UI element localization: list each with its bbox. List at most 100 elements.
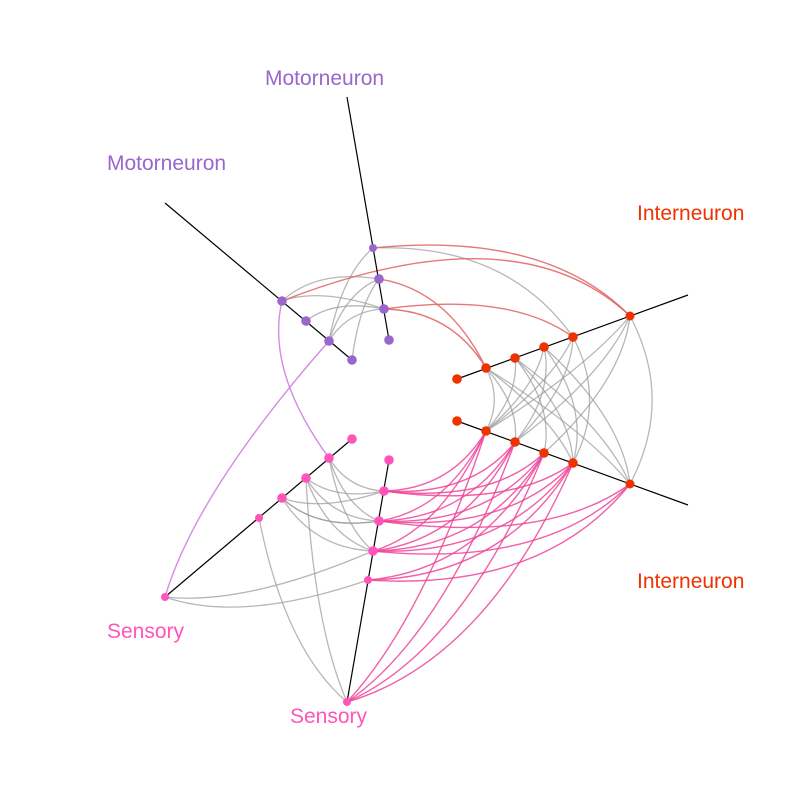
node-motor-top-1 [374,274,384,284]
node-motor-left-1 [301,316,311,326]
edge-ib3-sb3 [372,452,545,552]
edge-it5-ib1 [485,315,631,432]
node-sens-left-2 [301,473,311,483]
node-inter-top-2 [510,353,520,363]
edge-sl3-sb2 [281,497,380,524]
edge-ib3-sb2 [378,452,545,523]
node-inter-top-1 [481,363,491,373]
node-motor-left-2 [324,336,334,346]
edge-ib3-sb1 [383,452,545,494]
edge-mt2-it4 [383,303,574,338]
edge-it2-ib1 [485,357,517,432]
node-inter-bot-4 [568,458,578,468]
edge-ib5-it1 [485,367,631,485]
edge-it5-ib2 [514,315,631,443]
node-inter-bot-0 [452,416,462,426]
edge-mt1-ml0 [281,275,380,302]
edge-ib5-it2 [514,357,631,485]
node-sens-left-0 [347,434,357,444]
edge-sl5-sb4 [164,579,369,608]
edge-ml0-sl1 [277,300,330,459]
edge-mt0-it5 [372,244,631,317]
node-sens-left-1 [324,453,334,463]
axis-label-interneuron-top: Interneuron [637,202,745,225]
edge-it5-ib5 [629,315,653,485]
edge-ib1-sb5 [346,430,487,703]
edge-ib5-sb2 [378,483,631,529]
edge-sl1-sb3 [328,457,374,552]
edge-mt2-ml2 [328,308,385,342]
edge-mt1-ml3 [351,278,380,361]
edge-sl4-sb5 [258,517,348,703]
node-sens-bot-2 [374,516,384,526]
axis-label-motorneuron-left: Motorneuron [107,152,227,175]
edge-it1-ib1 [485,367,495,432]
node-sens-bot-1 [379,486,389,496]
node-inter-top-4 [568,332,578,342]
node-inter-bot-5 [625,479,635,489]
axis-label-interneuron-bottom: Interneuron [637,570,745,593]
edge-it3-ib4 [543,346,578,464]
edge-it5-ib3 [543,315,631,454]
edge-sl1-sb2 [328,457,380,522]
edge-it4-ib2 [514,336,574,443]
edge-mt2-ml0 [281,295,385,310]
edge-ib1-sb1 [383,430,487,492]
edge-sl2-sb5 [305,477,348,703]
edge-sl2-sb2 [305,477,380,522]
edge-layer [164,244,653,703]
edge-it3-ib1 [485,346,545,432]
edge-ib2-sb1 [383,441,516,493]
edge-ib5-it3 [543,346,631,485]
axis-motor-left [164,202,353,361]
node-sens-bot-5 [343,698,351,706]
node-motor-left-0 [277,296,287,306]
edge-sl2-sb1 [305,477,385,495]
node-sens-left-3 [277,493,287,503]
node-motor-left-3 [347,355,357,365]
edge-ib3-sb4 [367,452,545,581]
node-motor-top-0 [369,244,377,252]
edge-sl2-sb3 [305,477,374,552]
edge-ib3-sb5 [346,452,545,703]
axis-label-motorneuron-top: Motorneuron [265,67,385,90]
edge-ib4-sb4 [367,462,574,581]
edge-mt1-ml2 [328,278,380,342]
edge-ib4-sb3 [372,462,574,552]
edge-sl1-sb1 [328,457,385,492]
node-sens-left-5 [161,593,169,601]
node-motor-top-3 [384,335,394,345]
edge-it2-ib4 [514,357,574,464]
node-inter-bot-1 [481,426,491,436]
edge-sl3-sb1 [281,490,385,505]
edge-mt2-it1 [383,308,487,369]
edge-it4-ib4 [572,336,591,464]
edge-ml0-it5 [281,258,631,317]
edge-ml2-sl5 [164,340,330,598]
edge-mt0-it4 [372,247,574,338]
edge-mt0-ml2 [328,247,374,342]
edge-mt1-it1 [378,278,487,369]
node-inter-bot-3 [539,448,549,458]
edge-ib4-sb2 [378,462,574,524]
node-inter-top-3 [539,342,549,352]
edge-sl3-sb3 [281,497,374,552]
node-inter-top-5 [625,311,635,321]
edge-it1-ib2 [485,367,517,443]
node-inter-top-0 [452,374,462,384]
edge-ib5-sb4 [367,483,631,582]
edge-mt2-ml1 [305,305,385,322]
node-layer [161,244,635,706]
node-sens-bot-4 [364,576,372,584]
edge-ib5-sb3 [372,483,631,555]
axis-motor-top [346,96,390,341]
node-sens-left-4 [255,514,263,522]
node-sens-bot-0 [384,455,394,465]
edge-sl5-sb3 [164,550,374,599]
edge-it4-ib1 [485,336,574,432]
edge-it1-ib4 [485,367,574,464]
node-sens-bot-3 [368,546,378,556]
axis-label-sensory-left: Sensory [107,620,185,643]
axis-layer [164,96,689,703]
edge-ib2-sb2 [378,441,516,522]
